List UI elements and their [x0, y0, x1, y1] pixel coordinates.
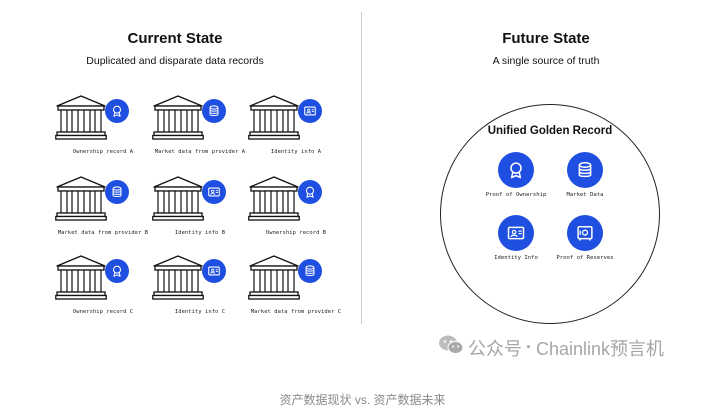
- figure-caption: 资产数据现状 vs. 资产数据未来: [279, 393, 446, 407]
- golden-record-item: Proof of Reserves: [556, 215, 614, 261]
- record-item: Market data from provider A: [140, 94, 260, 164]
- current-state-subtitle: Duplicated and disparate data records: [86, 55, 264, 67]
- record-item: Identity info A: [236, 94, 356, 164]
- watermark: 公众号 · Chainlink预言机: [438, 334, 664, 361]
- golden-record-item: Market Data: [566, 152, 607, 198]
- safe-icon: [567, 215, 603, 251]
- record-label: Ownership record B: [265, 230, 327, 236]
- record-label: Market data from provider B: [57, 230, 149, 236]
- ribbon-icon: [298, 180, 322, 204]
- golden-record-item: Proof of Ownership: [486, 152, 546, 198]
- id-card-icon: [498, 215, 534, 251]
- record-label: Market data from provider C: [250, 309, 342, 315]
- ribbon-icon: [105, 259, 129, 283]
- database-icon: [567, 152, 603, 188]
- future-state-subtitle: A single source of truth: [492, 55, 600, 67]
- golden-record-label: Proof of Ownership: [485, 192, 547, 198]
- record-item: Market data from provider B: [43, 175, 163, 245]
- future-state-title: Future State: [502, 30, 590, 47]
- database-icon: [298, 259, 322, 283]
- id-card-icon: [202, 259, 226, 283]
- record-item: Ownership record C: [43, 254, 163, 324]
- record-label: Ownership record A: [72, 149, 134, 155]
- database-icon: [105, 180, 129, 204]
- record-label: Identity info B: [174, 230, 226, 236]
- watermark-prefix: 公众号: [468, 338, 522, 359]
- database-icon: [202, 99, 226, 123]
- record-item: Identity info C: [140, 254, 260, 324]
- record-label: Identity info C: [174, 309, 226, 315]
- record-item: Identity info B: [140, 175, 260, 245]
- golden-record-label: Identity Info: [494, 255, 538, 261]
- record-item: Ownership record B: [236, 175, 356, 245]
- watermark-name: Chainlink预言机: [536, 338, 665, 359]
- record-item: Market data from provider C: [236, 254, 356, 324]
- record-label: Market data from provider A: [154, 149, 246, 155]
- id-card-icon: [202, 180, 226, 204]
- golden-record-item: Identity Info: [494, 215, 538, 261]
- id-card-icon: [298, 99, 322, 123]
- golden-record-circle: [440, 104, 660, 324]
- section-divider: [361, 12, 362, 324]
- ribbon-icon: [105, 99, 129, 123]
- record-item: Ownership record A: [43, 94, 163, 164]
- record-label: Ownership record C: [72, 309, 134, 315]
- golden-record-label: Market Data: [566, 192, 604, 198]
- ribbon-icon: [498, 152, 534, 188]
- wechat-icon: [438, 334, 464, 361]
- golden-record-label: Proof of Reserves: [556, 255, 614, 261]
- current-state-title: Current State: [127, 30, 223, 47]
- record-label: Identity info A: [270, 149, 322, 155]
- watermark-separator: ·: [526, 337, 532, 357]
- golden-record-title: Unified Golden Record: [487, 125, 613, 137]
